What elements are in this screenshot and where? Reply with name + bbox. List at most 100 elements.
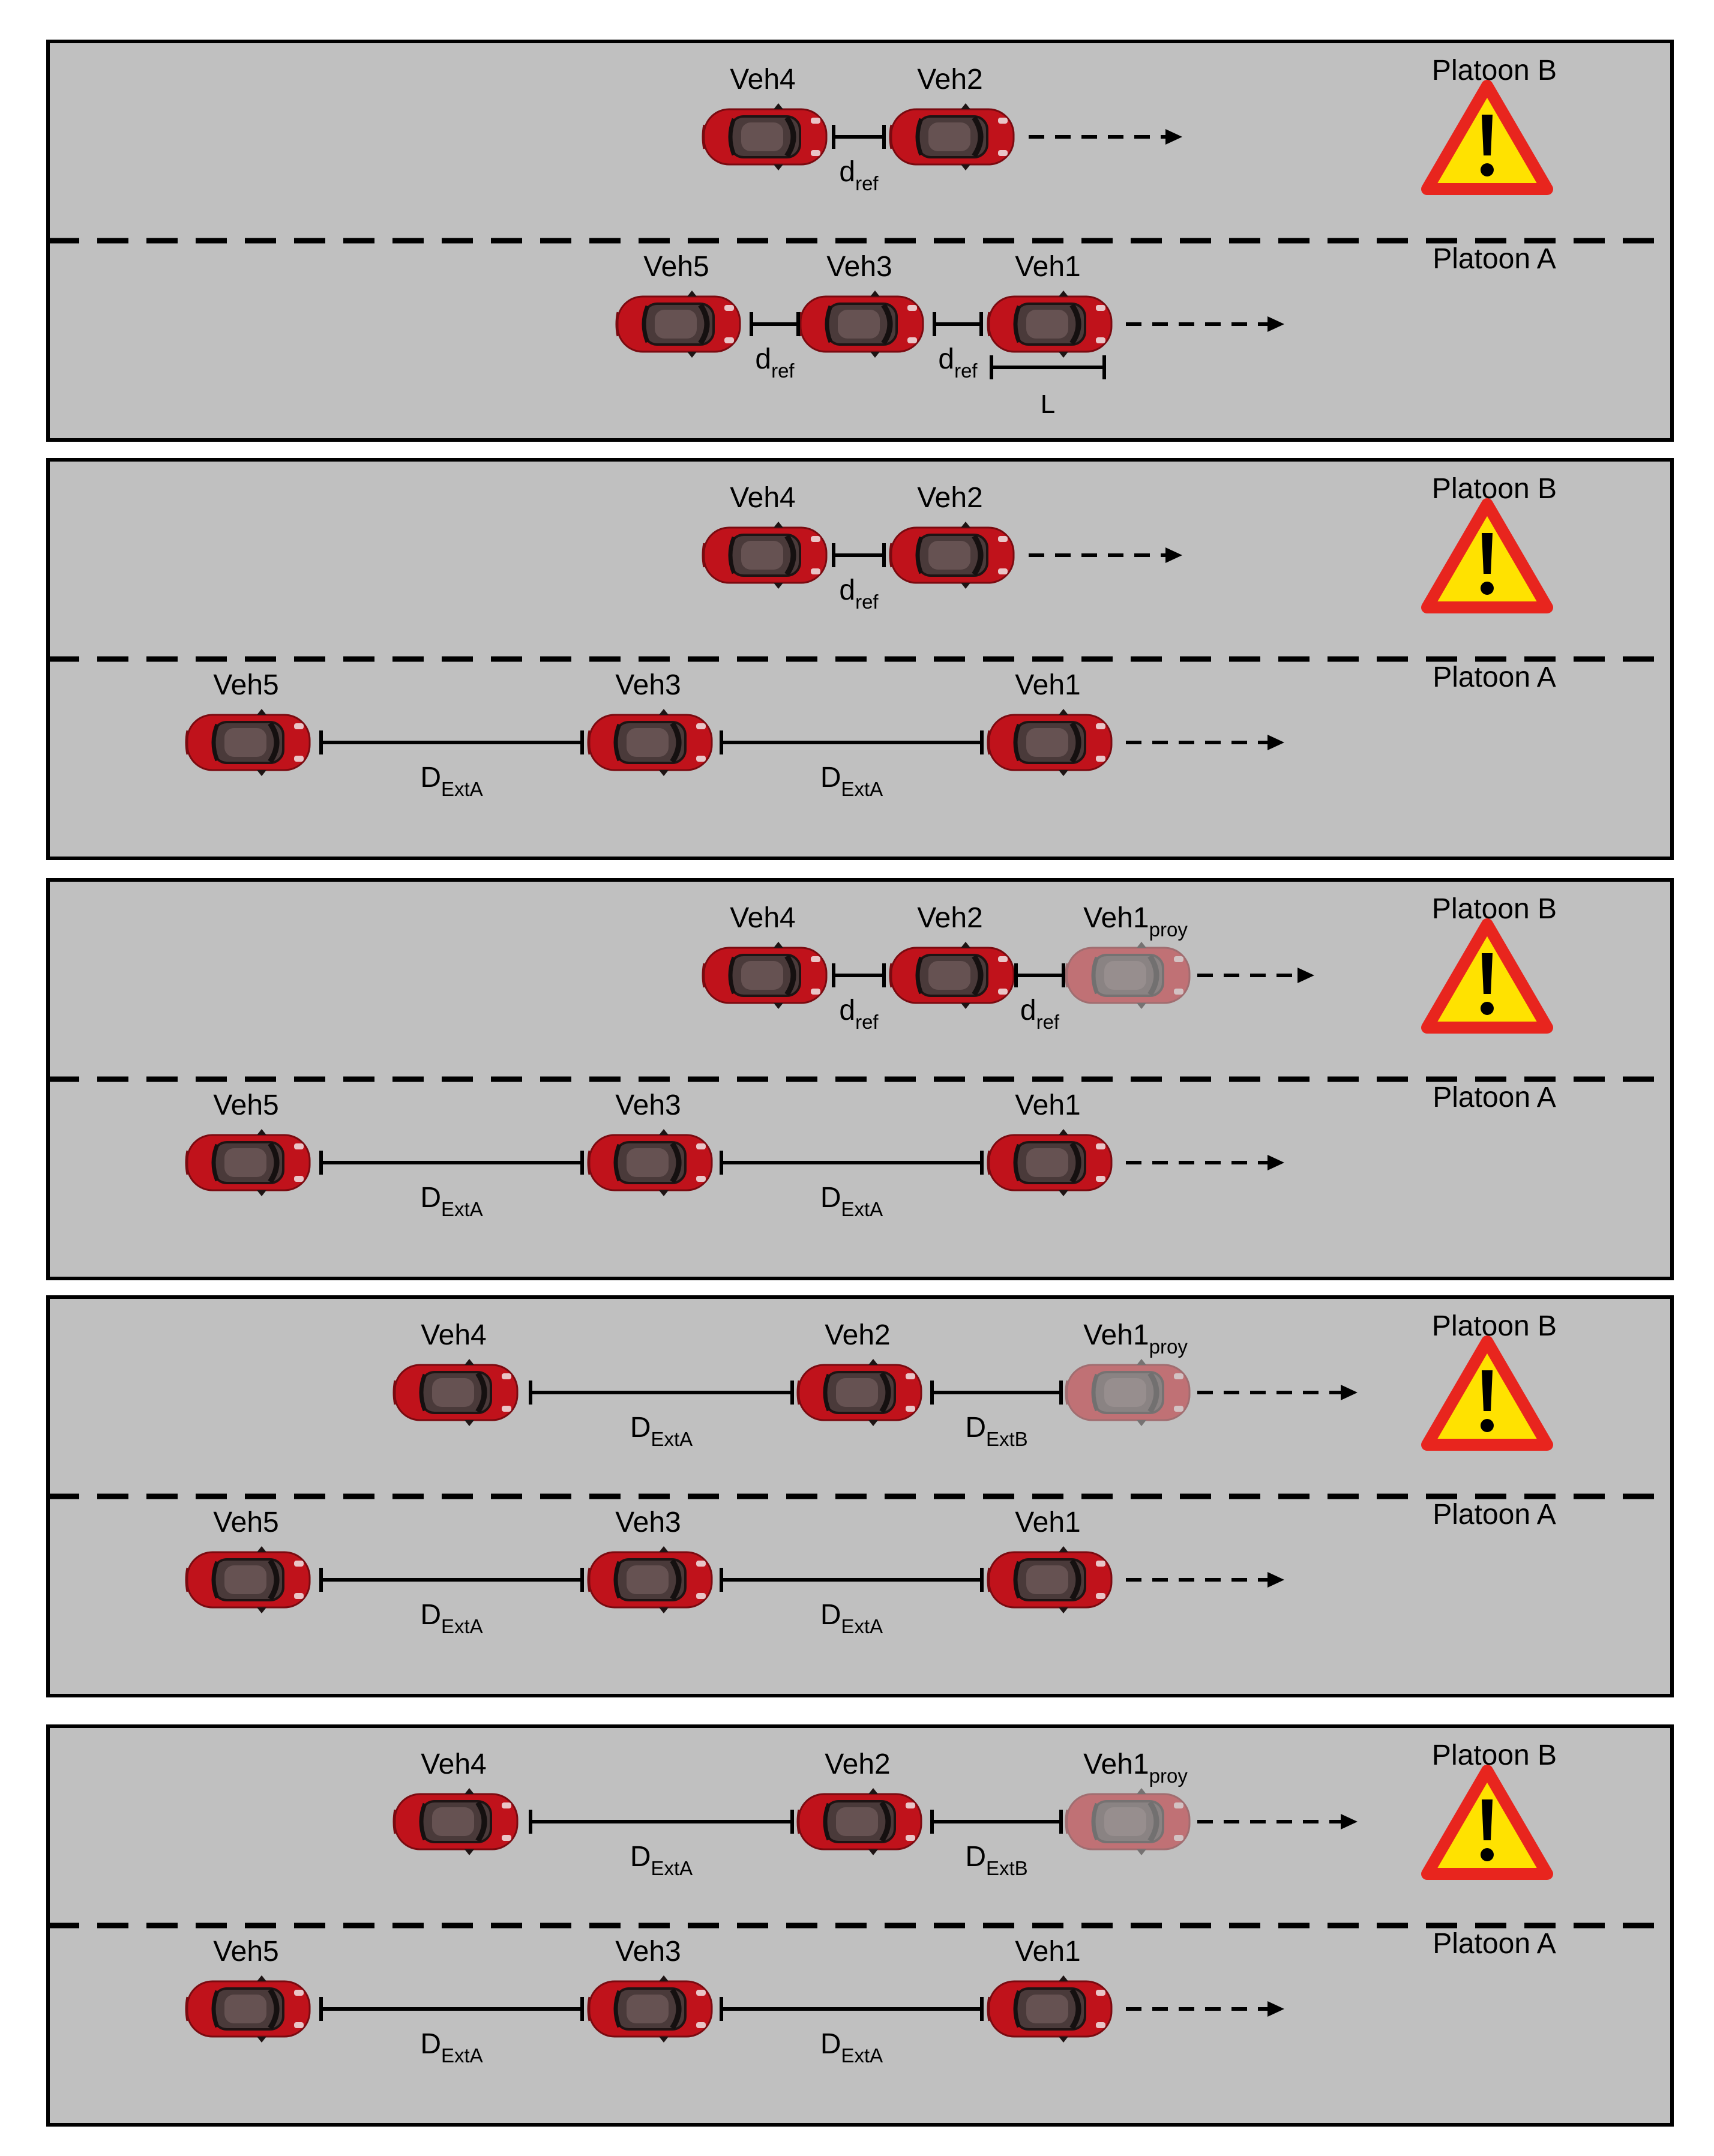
vehicle-label: Veh3: [615, 669, 681, 701]
spacing-bracket: [720, 1568, 984, 1592]
spacing-label: DExtA: [820, 2028, 883, 2067]
spacing-bracket: [720, 1997, 984, 2021]
spacing-label: DExtA: [630, 1412, 693, 1450]
vehicle-label: Veh5: [213, 1507, 278, 1538]
motion-arrow: [1197, 1385, 1358, 1400]
spacing-bracket: [832, 125, 886, 149]
lane-b: Veh4 Veh2 dref: [703, 64, 1182, 194]
vehicle-label: Veh5: [643, 251, 709, 283]
spacing-bracket: [319, 1151, 584, 1175]
spacing-label: DExtA: [820, 762, 883, 800]
spacing-bracket: [319, 1997, 584, 2021]
spacing-label: DExtA: [820, 1599, 883, 1637]
projected-vehicle-label: Veh1proy: [1083, 1748, 1188, 1787]
platoon-b-label: Platoon B: [1432, 55, 1557, 86]
length-label: L: [1041, 390, 1055, 419]
platoon-a-label: Platoon A: [1433, 1499, 1556, 1531]
vehicle-car: [988, 709, 1111, 776]
vehicle-label: Veh5: [213, 669, 278, 701]
spacing-bracket: [933, 312, 983, 336]
spacing-bracket: [720, 1151, 984, 1175]
vehicle-car: [988, 1129, 1111, 1196]
vehicle-label: Veh4: [421, 1748, 486, 1780]
platoon-a-label: Platoon A: [1433, 243, 1556, 275]
spacing-bracket: [930, 1381, 1063, 1405]
vehicle-label: Veh2: [917, 902, 982, 934]
vehicle-label: Veh4: [730, 64, 795, 95]
spacing-bracket: [319, 1568, 584, 1592]
platoon-a-label: Platoon A: [1433, 661, 1556, 693]
spacing-label: DExtA: [420, 762, 483, 800]
vehicle-car: [988, 1975, 1111, 2043]
vehicle-car: [798, 1788, 921, 1855]
motion-arrow: [1126, 316, 1284, 332]
spacing-label: dref: [1020, 995, 1060, 1033]
vehicle-car: [1066, 1359, 1189, 1426]
vehicle-car: [588, 1129, 712, 1196]
spacing-label: dref: [839, 156, 879, 194]
vehicle-car: [890, 103, 1014, 170]
spacing-label: dref: [839, 995, 879, 1033]
spacing-label: dref: [755, 343, 795, 382]
motion-arrow: [1126, 735, 1284, 750]
vehicle-car: [703, 103, 826, 170]
spacing-label: dref: [839, 574, 879, 613]
spacing-bracket: [529, 1381, 794, 1405]
spacing-bracket: [832, 543, 886, 567]
vehicle-car: [1066, 1788, 1189, 1855]
spacing-bracket: [529, 1810, 794, 1834]
spacing-label: DExtA: [820, 1182, 883, 1220]
vehicle-label: Veh4: [730, 902, 795, 934]
spacing-bracket: [750, 312, 800, 336]
spacing-label: DExtA: [420, 1182, 483, 1220]
spacing-label: dref: [938, 343, 978, 382]
length-bracket: [990, 355, 1106, 379]
vehicle-label: Veh4: [730, 482, 795, 514]
vehicle-car: [616, 291, 740, 358]
vehicle-label: Veh2: [825, 1319, 890, 1351]
vehicle-label: Veh1: [1015, 1507, 1080, 1538]
motion-arrow: [1126, 1572, 1284, 1588]
vehicle-car: [394, 1788, 517, 1855]
vehicle-label: Veh1: [1015, 1936, 1080, 1968]
vehicle-label: Veh1: [1015, 1089, 1080, 1121]
platoon-a-label: Platoon A: [1433, 1082, 1556, 1113]
vehicle-car: [890, 522, 1014, 589]
platoon-b-label: Platoon B: [1432, 473, 1557, 505]
vehicle-label: Veh3: [826, 251, 892, 283]
vehicle-car: [890, 942, 1014, 1009]
motion-arrow: [1029, 547, 1182, 563]
platoon-b-label: Platoon B: [1432, 1310, 1557, 1342]
vehicle-car: [988, 291, 1111, 358]
vehicle-car: [588, 1546, 712, 1613]
vehicle-label: Veh5: [213, 1089, 278, 1121]
vehicle-label: Veh3: [615, 1936, 681, 1968]
lane-b: Veh4 Veh2 Veh1proy dref dref: [703, 902, 1314, 1033]
platoon-b-label: Platoon B: [1432, 1739, 1557, 1771]
vehicle-label: Veh1: [1015, 669, 1080, 701]
projected-vehicle-label: Veh1proy: [1083, 902, 1188, 941]
spacing-bracket: [832, 963, 886, 987]
vehicle-car: [703, 942, 826, 1009]
vehicle-car: [186, 1975, 310, 2043]
vehicle-car: [186, 1546, 310, 1613]
vehicle-car: [394, 1359, 517, 1426]
platoon-a-label: Platoon A: [1433, 1928, 1556, 1960]
vehicle-label: Veh1: [1015, 251, 1080, 283]
vehicle-car: [988, 1546, 1111, 1613]
vehicle-car: [186, 1129, 310, 1196]
vehicle-label: Veh2: [917, 64, 982, 95]
motion-arrow: [1197, 1814, 1358, 1829]
vehicle-car: [703, 522, 826, 589]
